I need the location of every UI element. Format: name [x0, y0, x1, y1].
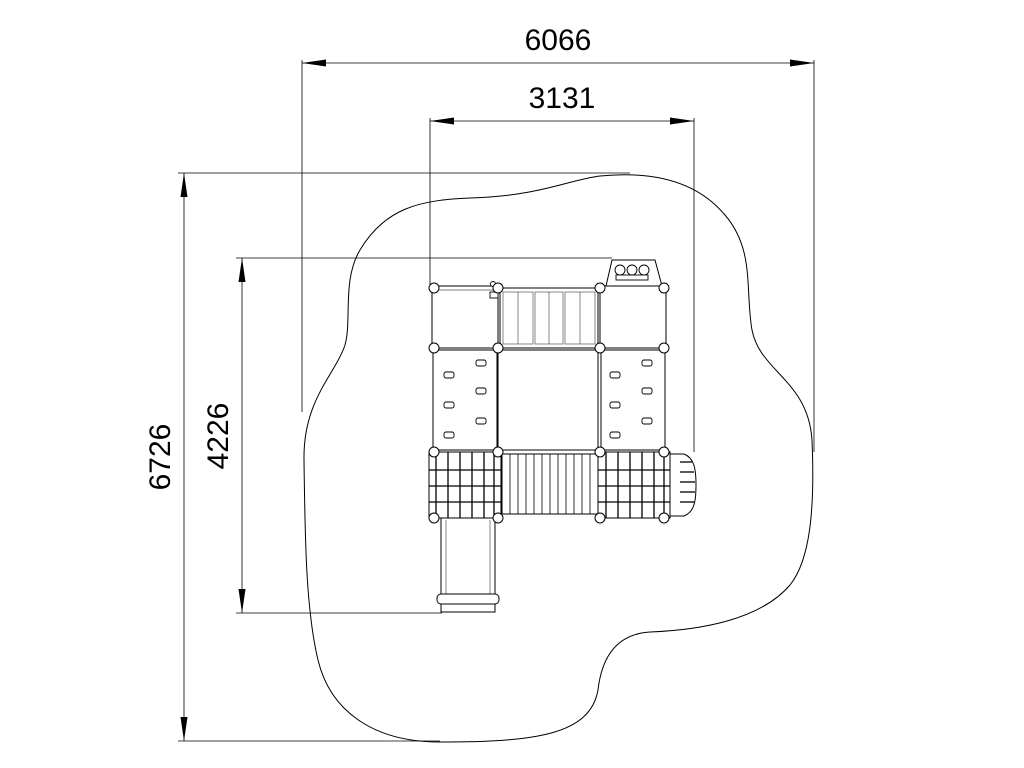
climbing-holds-right	[609, 359, 653, 439]
dimension-label-3131: 3131	[529, 82, 596, 115]
deck-bottom-left	[428, 451, 502, 519]
dimension-overall-depth: 6726	[144, 172, 630, 742]
dimension-structure-width: 3131	[429, 82, 695, 452]
dimension-label-6726: 6726	[144, 424, 177, 491]
deck-top-right	[599, 285, 667, 349]
slide-exit	[436, 593, 500, 605]
structure-posts	[428, 282, 670, 524]
dimension-overall-width: 6066	[301, 24, 815, 452]
dimension-label-4226: 4226	[202, 403, 235, 470]
dimension-structure-depth: 4226	[202, 257, 612, 614]
central-open-area	[497, 349, 599, 451]
safety-zone-outline	[303, 174, 814, 743]
dimension-label-6066: 6066	[525, 24, 592, 57]
climbing-wall-left	[432, 349, 498, 451]
play-structure	[428, 259, 697, 613]
deck-bottom-right	[597, 451, 671, 519]
climbing-holds-left	[443, 359, 487, 439]
deck-top-left	[431, 285, 499, 349]
steering-wheels	[614, 264, 650, 281]
side-tube	[669, 453, 697, 517]
